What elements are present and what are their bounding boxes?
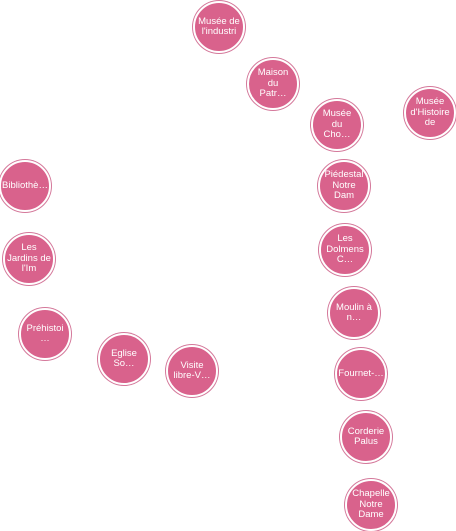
node-label-line: du: [331, 118, 343, 130]
node-label-line: Patr…: [259, 88, 287, 100]
node-label-line: l'industri: [201, 26, 237, 37]
node-label-line: Préhistoi…: [26, 323, 64, 344]
node-label-line: Moulin à: [336, 302, 372, 313]
node-label-line: l'Im: [21, 263, 37, 275]
node-fournet[interactable]: Fournet-…: [335, 348, 387, 400]
node-label-line: libre-V…: [173, 370, 211, 381]
node-label-line: So…: [113, 358, 135, 369]
node-label-line: Notre: [359, 498, 383, 510]
node-label-line: Les: [337, 234, 353, 245]
node-label-line: n…: [346, 312, 362, 323]
node-label-line: Jardins de: [7, 252, 51, 264]
node-label-line: Visite: [180, 360, 204, 371]
node-label-line: Musée: [322, 109, 352, 120]
node-label-line: d'Histoire: [410, 106, 450, 118]
node-prehistoire[interactable]: Préhistoi…: [19, 308, 71, 360]
node-label-line: Notre: [332, 179, 356, 191]
node-label-line: Dam: [333, 190, 355, 202]
node-label-line: Bibliothè…: [2, 180, 48, 191]
node-label-line: Musée: [415, 97, 445, 108]
node-label-line: Maison: [257, 68, 289, 79]
node-label-line: Dolmens: [326, 243, 364, 255]
node-label-line: Palus: [354, 436, 378, 447]
node-label: Fournet-…: [338, 369, 383, 380]
node-label-line: Cho…: [323, 129, 351, 141]
node-label-line: Chapelle: [352, 489, 390, 500]
node-label-line: Dame: [358, 509, 384, 521]
node-label-line: Musée de: [198, 16, 240, 27]
node-bibliotheque[interactable]: Bibliothè…: [0, 160, 51, 212]
node-label-line: Les: [21, 243, 37, 254]
node-label-line: du: [267, 77, 279, 89]
node-label-line: Corderie: [347, 426, 385, 437]
node-label-line: C…: [336, 254, 354, 266]
node-label-line: Fournet-…: [338, 368, 384, 379]
node-label-line: Piédestal: [324, 170, 364, 181]
node-label: Bibliothè…: [2, 181, 48, 192]
node-label: Préhistoi…: [22, 324, 68, 345]
node-label-line: de: [424, 117, 436, 129]
node-label-line: Eglise: [111, 348, 137, 359]
